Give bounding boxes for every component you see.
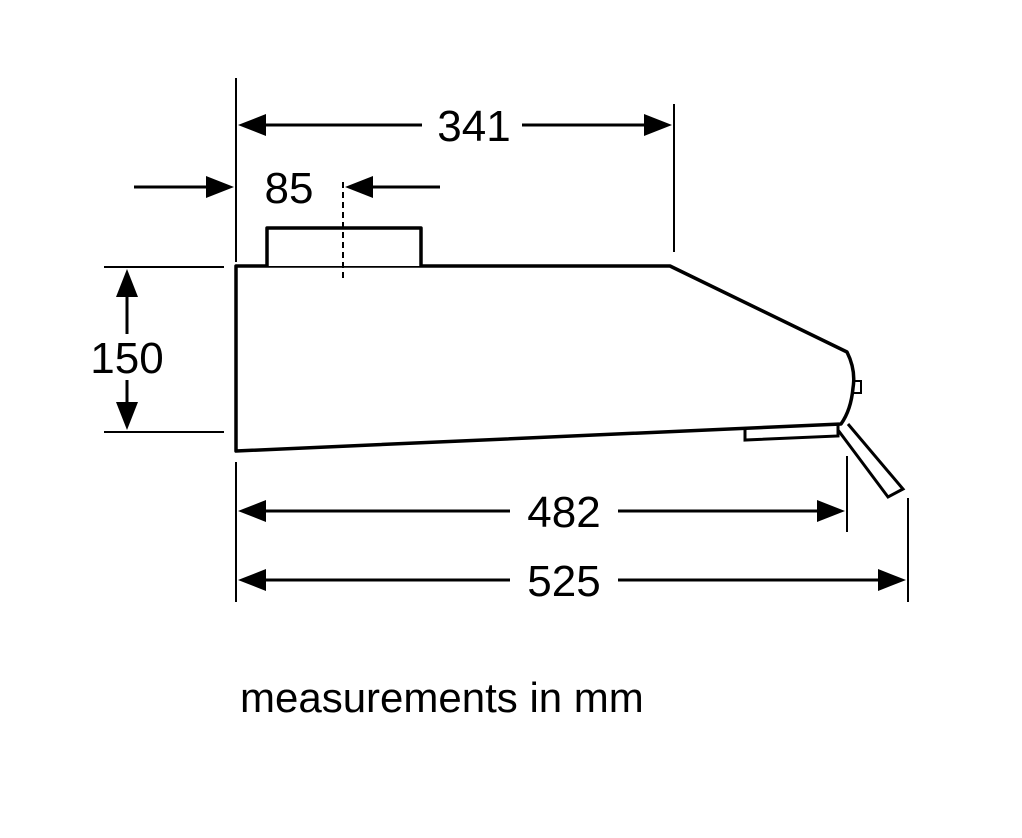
units-caption: measurements in mm (240, 674, 644, 721)
dim-341-arrow-left (238, 114, 266, 136)
dimension-85: 85 (134, 164, 440, 213)
dimension-341: 341 (238, 102, 672, 151)
dim-525-label: 525 (527, 557, 600, 606)
front-knob (852, 380, 862, 394)
dimension-482: 482 (238, 488, 845, 537)
dim-85-arrow-left (206, 176, 234, 198)
front-visor (836, 423, 906, 499)
dim-150-label: 150 (90, 334, 163, 383)
dim-482-arrow-right (817, 500, 845, 522)
hood-body (234, 226, 906, 499)
dim-85-label: 85 (265, 164, 314, 213)
dimension-150: 150 (90, 269, 164, 430)
dim-341-label: 341 (437, 102, 510, 151)
dim-525-arrow-right (878, 569, 906, 591)
dim-150-arrow-top (116, 269, 138, 297)
dim-525-arrow-left (238, 569, 266, 591)
dim-341-arrow-right (644, 114, 672, 136)
dim-85-arrow-right (345, 176, 373, 198)
hood-outline (234, 264, 856, 453)
dim-482-arrow-left (238, 500, 266, 522)
dim-150-arrow-bottom (116, 402, 138, 430)
dim-482-label: 482 (527, 488, 600, 537)
dimension-525: 525 (238, 557, 906, 606)
